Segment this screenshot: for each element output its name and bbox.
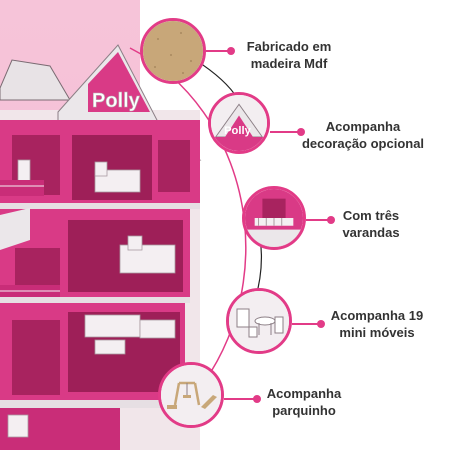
polly-roof-icon: Polly [211,95,267,151]
feature-circle-furniture [226,288,292,354]
feature-label-furniture: Acompanha 19 mini móveis [330,308,424,340]
feature-circle-playground [158,362,224,428]
connector-playground [224,395,261,403]
feature-label-decoration: Acompanha decoração opcional [301,119,425,151]
furniture-icon [229,291,289,351]
svg-text:Polly: Polly [224,125,252,137]
feature-label-balconies: Com três varandas [342,208,400,240]
connector-mdf [206,47,235,55]
connector-furniture [292,320,325,328]
connector-balconies [306,216,335,224]
feature-circle-mdf [140,18,206,84]
house-logo: Polly [92,90,141,112]
feature-label-playground: Acompanha parquinho [266,386,342,418]
feature-circle-decoration: Polly [208,92,270,154]
balcony-icon [245,189,303,247]
playground-icon [161,365,221,425]
connector-decoration [270,128,305,136]
mdf-texture-icon [143,21,203,81]
feature-circle-balconies [242,186,306,250]
feature-label-mdf: Fabricado em madeira Mdf [246,39,332,71]
